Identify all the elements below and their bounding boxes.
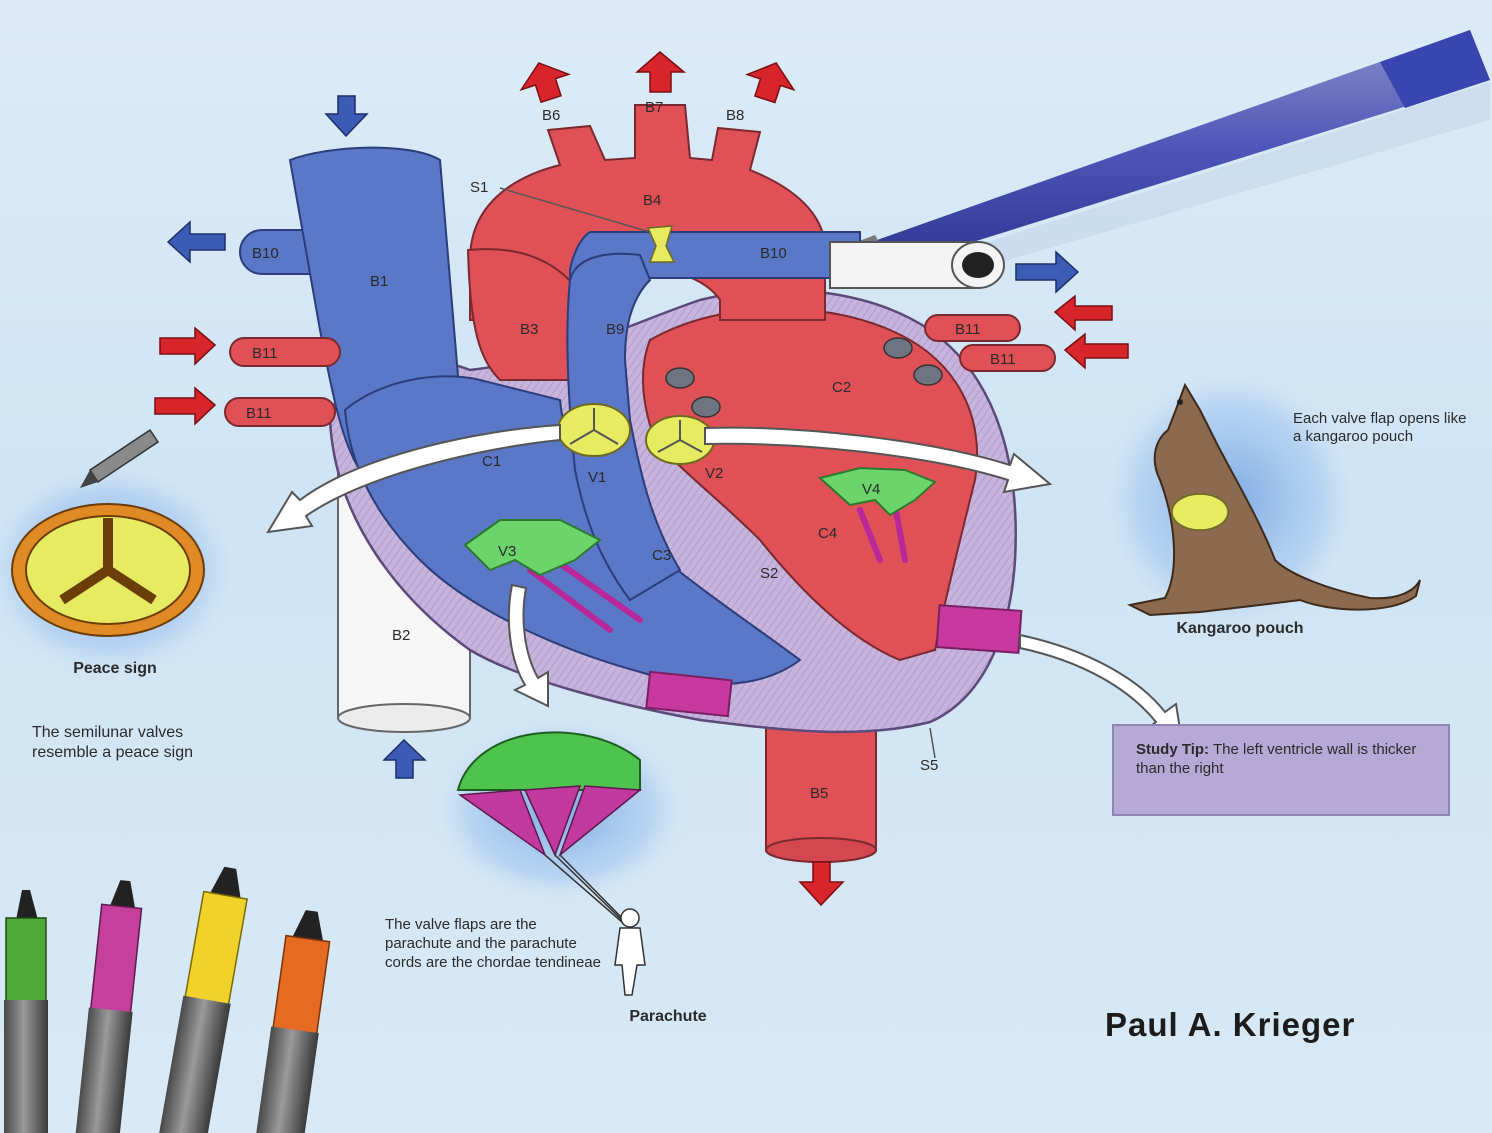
label-v2: V2 <box>705 465 723 482</box>
peace-sign-icon <box>12 504 204 636</box>
label-b9: B9 <box>606 321 624 338</box>
label-c1: C1 <box>482 453 501 470</box>
orange-marker-icon <box>253 908 335 1133</box>
label-v3: V3 <box>498 543 516 560</box>
label-c3: C3 <box>652 547 671 564</box>
label-b7: B7 <box>645 99 663 116</box>
green-marker-icon <box>4 890 48 1133</box>
study-tip-heading: Study Tip: <box>1136 741 1209 758</box>
label-b4: B4 <box>643 192 661 209</box>
label-b6: B6 <box>542 107 560 124</box>
label-b10-right: B10 <box>760 245 787 262</box>
study-tip-box: Study Tip: The left ventricle wall is th… <box>1112 724 1450 816</box>
label-b11-c: B11 <box>955 321 981 338</box>
valve-v1 <box>558 404 630 456</box>
label-b11-b: B11 <box>246 405 272 422</box>
label-c4: C4 <box>818 525 837 542</box>
label-b3: B3 <box>520 321 538 338</box>
label-c2: C2 <box>832 379 851 396</box>
peace-caption: Peace sign <box>60 660 170 678</box>
label-b11-d: B11 <box>990 351 1016 368</box>
label-v4: V4 <box>862 481 880 498</box>
label-b2: B2 <box>392 627 410 644</box>
label-b11-a: B11 <box>252 345 278 362</box>
label-b5: B5 <box>810 785 828 802</box>
kangaroo-note: Each valve flap opens like a kangaroo po… <box>1293 410 1473 446</box>
parachute-caption: Parachute <box>598 1008 738 1026</box>
kangaroo-caption: Kangaroo pouch <box>1170 620 1310 638</box>
label-s2: S2 <box>760 565 778 582</box>
valve-v2 <box>646 416 714 464</box>
label-s5: S5 <box>920 757 938 774</box>
yellow-marker-icon <box>157 864 254 1133</box>
vessel-b11-left <box>225 338 340 426</box>
label-b10-left: B10 <box>252 245 279 262</box>
label-s1: S1 <box>470 179 488 196</box>
pink-marker-icon <box>74 878 146 1133</box>
parachute-note: The valve flaps are the parachute and th… <box>385 915 605 972</box>
author-name: Paul A. Krieger <box>1105 1006 1485 1044</box>
label-v1: V1 <box>588 469 606 486</box>
peace-note: The semilunar valves resemble a peace si… <box>32 723 232 763</box>
label-b8: B8 <box>726 107 744 124</box>
label-b1: B1 <box>370 273 388 290</box>
pipe-right <box>830 242 1004 288</box>
